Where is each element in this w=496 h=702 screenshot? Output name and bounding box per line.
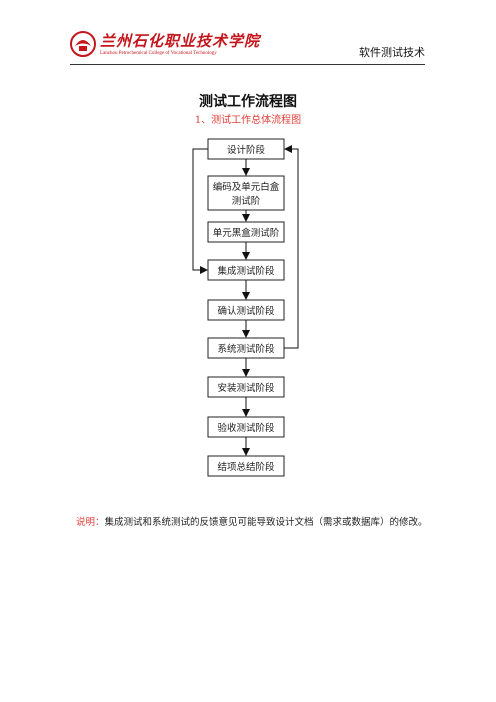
- school-name-en: Lanzhou Petrochemical College of Vocatio…: [100, 51, 217, 56]
- school-logo: 兰州石化职业技术学院 Lanzhou Petrochemical College…: [70, 28, 280, 62]
- page-title: 测试工作流程图: [199, 94, 297, 110]
- flow-step-closure: 结项总结阶段: [207, 455, 285, 477]
- flow-step-confirmation: 确认测试阶段: [207, 299, 285, 321]
- flow-step-design: 设计阶段: [207, 138, 285, 160]
- flow-step-label: 单元黑盒测试阶: [213, 227, 280, 239]
- flow-step-system: 系统测试阶段: [207, 337, 285, 359]
- school-seal-icon: [70, 31, 96, 57]
- feedback-arrow-integration: [192, 148, 208, 274]
- flow-step-installation: 安装测试阶段: [207, 376, 285, 398]
- note-text: 集成测试和系统测试的反馈意见可能导致设计文档（需求或数据库）的修改。: [104, 517, 428, 528]
- flow-step-label: 安装测试阶段: [217, 382, 275, 394]
- flow-step-label-line1: 编码及单元白盒: [213, 181, 280, 193]
- flow-step-integration: 集成测试阶段: [207, 259, 285, 281]
- flow-step-unit-blackbox: 单元黑盒测试阶: [207, 221, 285, 243]
- flow-step-coding-whitebox: 编码及单元白盒 测试阶: [207, 175, 285, 211]
- flow-connectors: [192, 145, 299, 456]
- note-label: 说明：: [76, 517, 105, 528]
- school-name-cn: 兰州石化职业技术学院: [100, 32, 261, 50]
- flow-step-label: 确认测试阶段: [217, 305, 275, 317]
- doc-category: 软件测试技术: [359, 46, 425, 59]
- flow-step-label: 设计阶段: [227, 144, 266, 156]
- feedback-arrow-system: [284, 145, 299, 349]
- page-subtitle: 1、测试工作总体流程图: [194, 115, 302, 126]
- flow-step-label: 验收测试阶段: [217, 422, 275, 434]
- flow-step-label-line2: 测试阶: [232, 195, 261, 207]
- explanation-note: 说明：集成测试和系统测试的反馈意见可能导致设计文档（需求或数据库）的修改。: [76, 514, 428, 528]
- flow-step-acceptance: 验收测试阶段: [207, 416, 285, 438]
- flow-step-label: 集成测试阶段: [217, 265, 275, 277]
- flow-step-label: 结项总结阶段: [217, 461, 275, 473]
- flow-step-label: 系统测试阶段: [217, 343, 275, 355]
- page-header: 兰州石化职业技术学院 Lanzhou Petrochemical College…: [70, 28, 425, 65]
